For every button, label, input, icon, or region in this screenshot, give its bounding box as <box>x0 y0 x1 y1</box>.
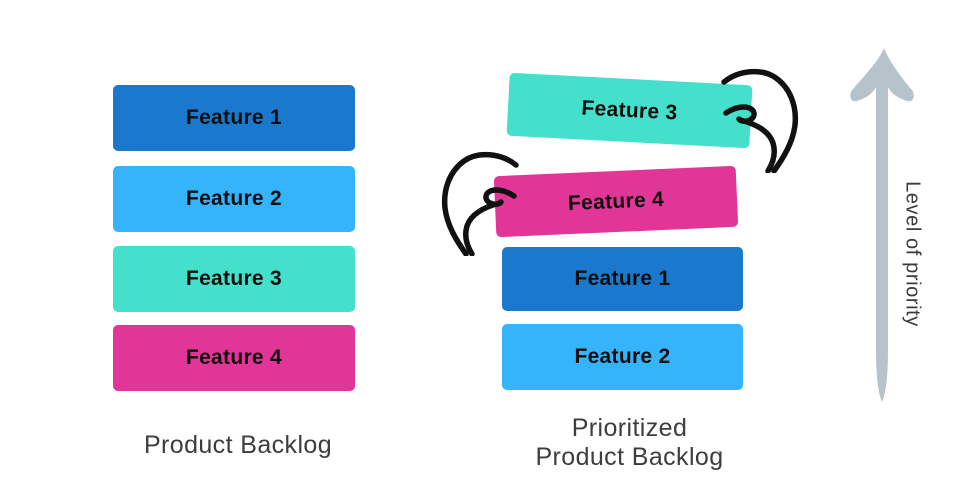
feature-card: Feature 1 <box>502 247 743 311</box>
grabbing-hand-icon <box>714 68 799 173</box>
priority-axis-label: Level of priority <box>901 181 924 327</box>
grabbing-hand-icon <box>441 151 526 256</box>
feature-card: Feature 1 <box>113 85 355 151</box>
right-column-caption: Prioritized Product Backlog <box>502 414 757 472</box>
left-column-caption: Product Backlog <box>143 431 333 459</box>
feature-card: Feature 4 <box>113 325 355 391</box>
right-caption-line1: Prioritized <box>571 414 688 442</box>
priority-up-arrow-icon <box>847 45 917 405</box>
right-caption-line2: Product Backlog <box>535 443 724 471</box>
feature-card: Feature 4 <box>493 165 739 238</box>
feature-card: Feature 3 <box>113 246 355 312</box>
feature-card: Feature 2 <box>502 324 743 390</box>
feature-card: Feature 2 <box>113 166 355 232</box>
